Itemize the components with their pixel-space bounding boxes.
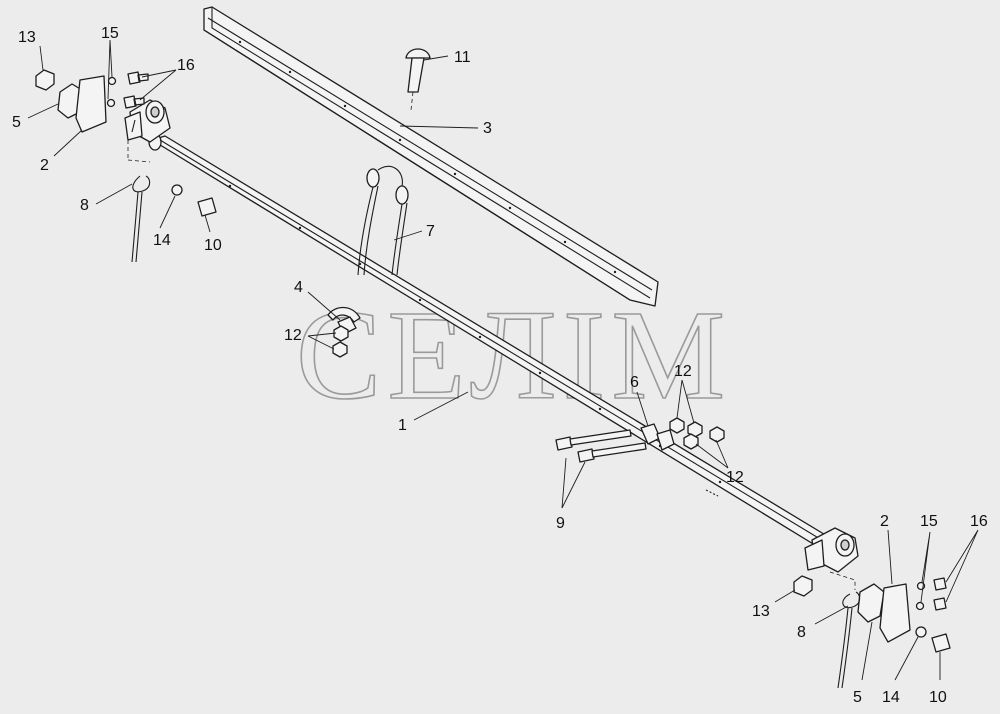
left-bearing-assembly [124,99,171,163]
callout-15-right: 15 [920,513,938,530]
right-bolt-10 [931,633,951,653]
left-bolt-16a [127,71,149,85]
right-spring-8 [842,591,861,609]
callout-12-lower: 12 [726,469,744,486]
nuts-12-left [332,325,349,358]
callout-9: 9 [556,515,565,532]
callout-15-left: 15 [101,25,119,42]
left-spring-8 [132,175,151,193]
right-plate-2 [879,583,911,643]
callout-10-right: 10 [929,689,947,706]
callout-6: 6 [630,374,639,391]
callout-12-left: 12 [284,327,302,344]
left-bolt-16b [123,95,145,109]
callout-13-left: 13 [18,29,36,46]
callout-10-left: 10 [204,237,222,254]
callout-1: 1 [398,417,407,434]
part-6-brackets [640,423,675,451]
right-nut-13 [793,575,813,597]
callout-8-right: 8 [797,624,806,641]
callout-8-left: 8 [80,197,89,214]
callout-3: 3 [483,120,492,137]
left-small-parts [35,69,217,263]
callout-14-right: 14 [882,689,900,706]
left-nut-13 [35,69,55,91]
part-9-bolts [555,429,647,463]
left-bolt-10 [197,197,217,217]
nuts-12-right [669,417,725,450]
callout-13-right: 13 [752,603,770,620]
callout-2-left: 2 [40,157,49,174]
callout-16-left: 16 [177,57,195,74]
callout-4: 4 [294,279,303,296]
right-bearing-assembly [804,527,859,590]
right-bolt-16a [933,577,947,591]
left-washer-15b [106,98,116,108]
callout-12-upper: 12 [674,363,692,380]
left-washer-15a [107,76,117,86]
part-11-carriage-bolt [405,48,431,111]
callout-5-right: 5 [853,689,862,706]
callout-2-right: 2 [880,513,889,530]
right-small-parts [793,575,951,689]
right-washer-14 [915,626,927,638]
part-3-angle-profile [203,6,659,307]
callout-16-right: 16 [970,513,988,530]
callout-7: 7 [426,223,435,240]
callout-labels: 13 15 16 5 2 8 14 10 11 3 7 4 12 1 6 12 … [12,25,988,706]
left-plate-2 [75,75,107,133]
callout-11: 11 [454,49,471,66]
right-washer-15b [915,601,925,611]
right-bracket-5 [857,583,885,623]
callout-14-left: 14 [153,232,171,249]
callout-5-left: 5 [12,114,21,131]
right-bolt-16b [933,597,947,611]
leader-lines [27,39,979,681]
left-washer-14 [171,184,183,196]
part-7-spring-tine [357,165,409,276]
